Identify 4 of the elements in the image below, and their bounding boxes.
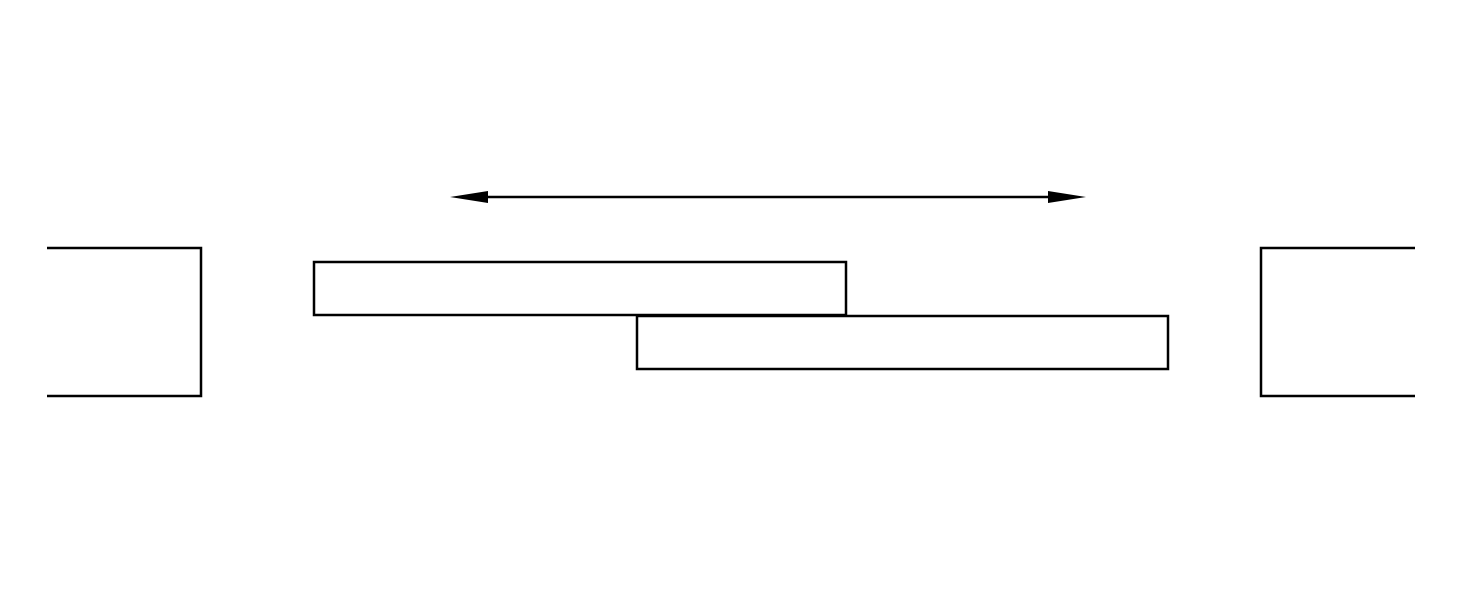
bar <box>313 261 847 316</box>
open-frame <box>1260 247 1415 397</box>
open-frame <box>47 247 202 397</box>
bar <box>636 315 1169 370</box>
